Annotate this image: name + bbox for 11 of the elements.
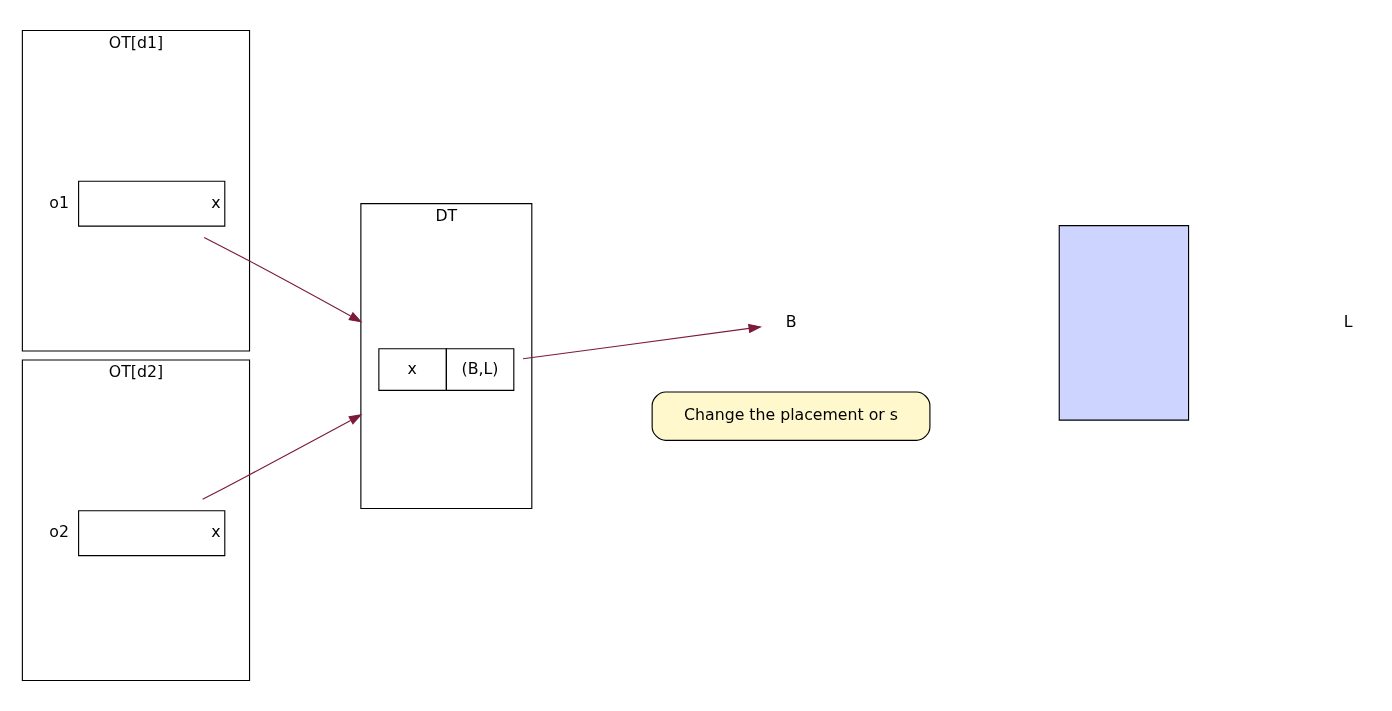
node-box: Change the placement or s (651, 391, 931, 441)
node-box (1058, 225, 1190, 421)
node-box: x (78, 180, 226, 227)
arrow (203, 236, 363, 323)
arrow (202, 414, 363, 500)
arrow (522, 323, 763, 360)
node-box: x (78, 510, 226, 557)
node-text: B (785, 312, 797, 332)
node-label: o1 (49, 192, 69, 212)
label: L (1343, 312, 1353, 332)
node-label: o2 (49, 522, 69, 542)
